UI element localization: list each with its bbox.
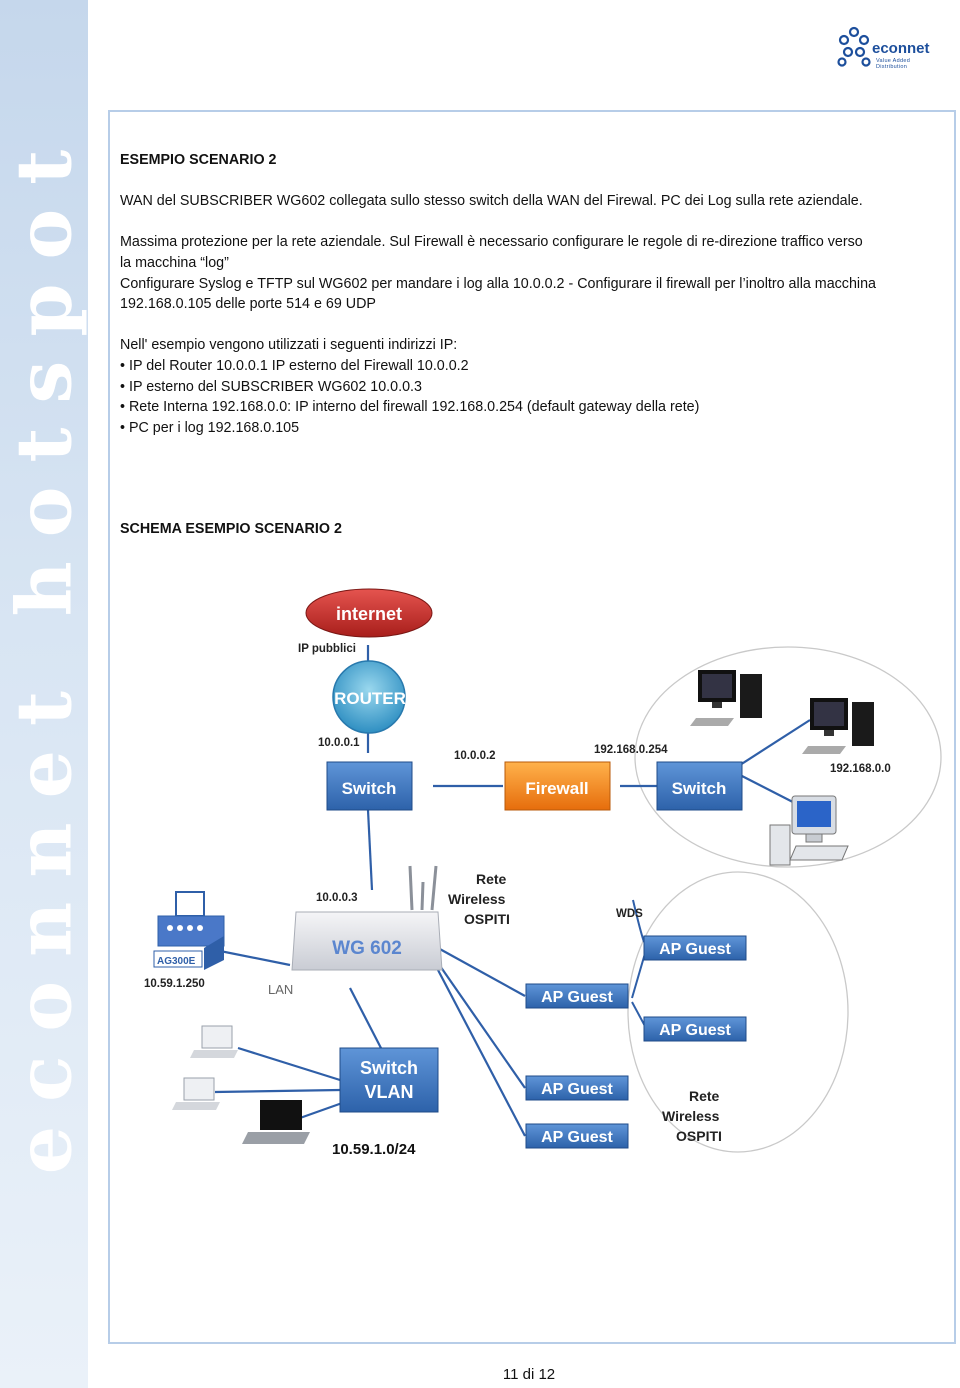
ip-bullet: • IP del Router 10.0.0.1 IP esterno del … (120, 357, 469, 374)
rete-top-line-3: OSPITI (464, 911, 510, 927)
logo-tagline: Value Added Distribution (876, 58, 911, 70)
content-frame (108, 110, 956, 1344)
printer-label: AG300E (157, 956, 196, 967)
ip-bullet: • PC per i log 192.168.0.105 (120, 419, 300, 436)
rete-bottom-line-2: Wireless (662, 1108, 720, 1124)
rete-bottom-line-1: Rete (689, 1088, 720, 1104)
wan-description: WAN del SUBSCRIBER WG602 collegata sullo… (120, 193, 863, 210)
printer-icon (153, 891, 225, 970)
lan-network-ip: 192.168.0.0 (830, 763, 891, 775)
switch-vlan-line-2: VLAN (365, 1082, 414, 1102)
switch-1 (326, 761, 413, 811)
desktop-pc-icon (802, 698, 874, 754)
laptop-icon (242, 1100, 310, 1144)
side-band: econnet hotspot (0, 0, 89, 1388)
ip-bullet: • Rete Interna 192.168.0.0: IP interno d… (120, 399, 700, 416)
guest-oval (627, 871, 849, 1153)
network-diagram: internet IP pubblici ROUTER 10.0.0.1 Swi… (144, 588, 942, 1158)
ip-bullet: • IP esterno del SUBSCRIBER WG602 10.0.0… (120, 378, 422, 395)
body-line: 192.168.0.105 delle porte 514 e 69 UDP (120, 296, 376, 313)
router-ip: 10.0.0.1 (318, 737, 360, 749)
laptop-icon (190, 1025, 238, 1058)
section-heading: ESEMPIO SCENARIO 2 (120, 152, 277, 168)
lan-label: LAN (268, 982, 293, 997)
logo-name: econnet (872, 40, 930, 57)
router-label: ROUTER (334, 689, 406, 708)
ap-guest-label: AP Guest (541, 989, 613, 1006)
ap-guest-label: AP Guest (541, 1081, 613, 1098)
econnet-logo: econnet Value Added Distribution (834, 26, 934, 70)
wg602-device (291, 911, 443, 971)
printer-ip: 10.59.1.250 (144, 978, 205, 990)
wg602-label: WG 602 (332, 938, 402, 959)
firewall-ext-ip: 10.0.0.2 (454, 750, 496, 762)
firewall-label: Firewall (525, 779, 588, 798)
internet-label: internet (336, 604, 402, 624)
switch-vlan-line-1: Switch (360, 1058, 418, 1078)
body-line: Configurare Syslog e TFTP sul WG602 per … (120, 275, 876, 292)
section-text: ESEMPIO SCENARIO 2 WAN del SUBSCRIBER WG… (120, 150, 876, 438)
antenna-icon (408, 865, 438, 911)
ap-guest: AP Guest (525, 1123, 629, 1149)
switch-2-label: Switch (672, 779, 727, 798)
side-brand-text: econnet hotspot (0, 125, 89, 1175)
ap-guest-label: AP Guest (541, 1129, 613, 1146)
ap-guest: AP Guest (525, 983, 629, 1009)
log-pc-icon (769, 795, 849, 866)
ip-pubblici-label: IP pubblici (298, 643, 356, 655)
body-line: la macchina “log” (120, 254, 229, 271)
switch-1-label: Switch (342, 779, 397, 798)
ap-guest: AP Guest (643, 935, 747, 961)
rete-top-line-1: Rete (476, 871, 507, 887)
rete-bottom-line-3: OSPITI (676, 1128, 722, 1144)
page-number: 11 di 12 (502, 1366, 556, 1383)
subnet-label: 10.59.1.0/24 (332, 1141, 416, 1158)
rete-top-line-2: Wireless (448, 891, 506, 907)
firewall-int-ip: 192.168.0.254 (594, 744, 668, 756)
internet-cloud (305, 588, 433, 638)
logo-mark-icon (837, 26, 871, 67)
ip-intro: Nell' esempio vengono utilizzati i segue… (120, 337, 458, 354)
laptop-icon (172, 1077, 220, 1110)
schema-title: SCHEMA ESEMPIO SCENARIO 2 (120, 521, 342, 537)
ap-guest: AP Guest (643, 1016, 747, 1042)
body-line: Massima protezione per la rete aziendale… (120, 234, 863, 251)
ap-guest: AP Guest (525, 1075, 629, 1101)
ap-guest-label: AP Guest (659, 1022, 731, 1039)
switch-vlan (339, 1047, 439, 1113)
router-icon (332, 660, 406, 734)
desktop-pc-icon (690, 670, 762, 726)
wds-label: WDS (616, 908, 643, 920)
ap-guest-label: AP Guest (659, 941, 731, 958)
switch-2 (656, 761, 743, 811)
firewall (504, 761, 611, 811)
wg602-ip: 10.0.0.3 (316, 892, 358, 904)
